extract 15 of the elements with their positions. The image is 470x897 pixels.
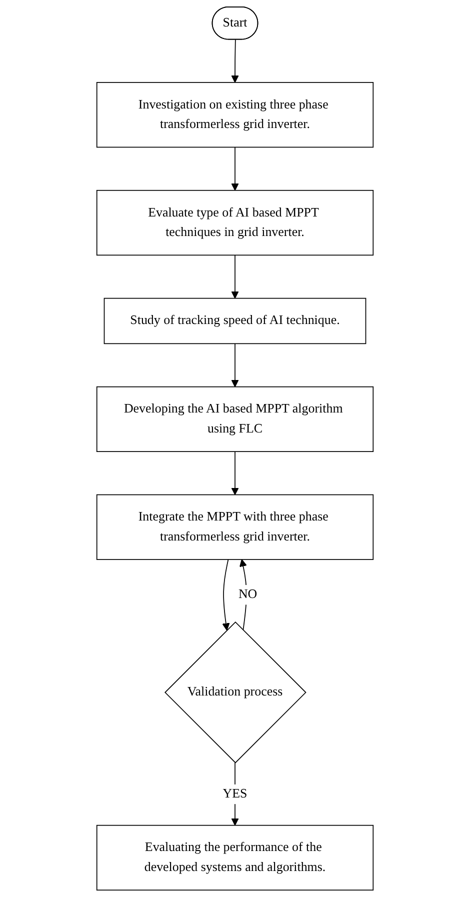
- arrow: [231, 451, 239, 496]
- node-box: Developing the AI based MPPT algorithm using FLC: [96, 386, 374, 452]
- arrow: [231, 254, 239, 299]
- node-diamond: Validation process: [164, 621, 306, 764]
- node-box: Study of tracking speed of AI technique.: [104, 298, 366, 344]
- node-box: Integrate the MPPT with three phase transformerless grid inverter.: [96, 494, 374, 560]
- node-box: Evaluating the performance of the developed systems and algorithms.: [96, 824, 374, 891]
- arrow: [231, 343, 239, 388]
- arrow: [231, 146, 239, 191]
- node-box: Investigation on existing three phase transformerless grid inverter.: [96, 82, 374, 148]
- node-box: Evaluate type of AI based MPPT techniques in grid inverter.: [96, 190, 374, 256]
- arrow: [231, 39, 239, 83]
- edge-label: YES: [222, 786, 248, 801]
- arrow: [222, 559, 230, 631]
- edge-label: NO: [238, 588, 258, 602]
